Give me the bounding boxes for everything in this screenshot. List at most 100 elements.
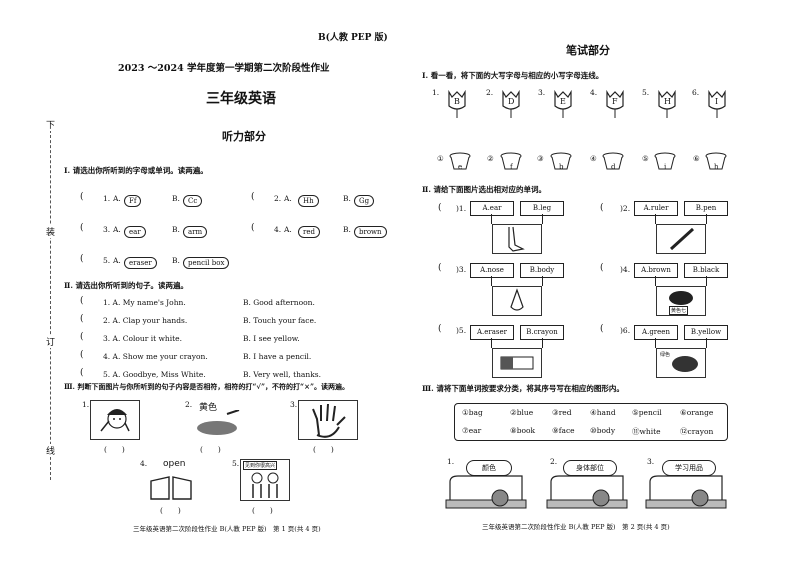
pen-icon — [669, 227, 695, 251]
picture-open-book: open — [147, 459, 195, 501]
school-year-title: 2023 ～2024 学年度第一学期第二次阶段性作业 — [118, 63, 330, 74]
tulip-icon — [500, 89, 522, 118]
cup-number: ② — [487, 154, 494, 163]
pic-caption: open — [163, 459, 186, 469]
sentence-b: B. I have a pencil. — [243, 352, 312, 361]
answer-paren: ( — [80, 314, 84, 324]
sentence-b: B. Very well, thanks. — [243, 370, 321, 379]
two-kids-icon — [251, 472, 279, 498]
category-label-box: 学习用品 — [662, 460, 716, 476]
option-a-label: A. — [284, 225, 292, 234]
word-item: ②blue — [510, 408, 534, 417]
sentence-b: B. Good afternoon. — [243, 298, 315, 307]
pic-caption: 黄色七 — [669, 306, 689, 315]
connector-lines — [491, 214, 543, 224]
lowercase-letter: i — [664, 163, 667, 171]
option-a-box: A.ear — [470, 201, 514, 216]
option-b-label: B. — [172, 194, 180, 203]
flowerpot-icon — [705, 152, 727, 170]
car-category-body: 身体部位 — [545, 460, 629, 518]
binding-char-2: 装 — [46, 225, 56, 238]
q-number: )2. — [620, 204, 631, 213]
sentence-a: 2. A. Clap your hands. — [103, 316, 188, 325]
listening-part3-title: Ⅲ. 判断下面图片与你所听到的句子内容是否相符，相符的打“√”，不符的打“×”。… — [64, 382, 349, 391]
uppercase-letter: I — [715, 97, 719, 106]
pic-number: 5. — [232, 459, 240, 468]
word-item: ⑤pencil — [632, 408, 662, 417]
answer-paren: ( — [438, 203, 442, 213]
writing-part2-title: Ⅱ. 请给下面图片选出相对应的单词。 — [422, 185, 547, 194]
connector-lines — [491, 276, 543, 286]
answer-paren: ( — [600, 263, 604, 273]
uppercase-letter: B — [454, 97, 460, 106]
picture-pen — [656, 224, 706, 254]
answer-paren: ( — [80, 296, 84, 306]
option-b-label: B. — [172, 256, 180, 265]
word-bank — [454, 403, 728, 441]
paint-splash-icon — [672, 356, 698, 372]
eraser-icon — [500, 356, 534, 370]
binding-char-1: 下 — [46, 118, 56, 131]
category-label-box: 颜色 — [466, 460, 512, 476]
word-item: ⑧book — [510, 426, 536, 435]
picture-greeting: 见到你很高兴 — [240, 459, 290, 501]
answer-paren-pair: ( ) — [252, 506, 273, 515]
tulip-icon — [446, 89, 468, 118]
word-item: ⑦ear — [462, 426, 482, 435]
option-a-box: A.eraser — [470, 325, 514, 340]
sentence-a: 5. A. Goodbye, Miss White. — [103, 370, 206, 379]
q-number: 4. — [274, 225, 282, 234]
answer-paren-pair: ( ) — [160, 506, 181, 515]
answer-paren: ( — [600, 203, 604, 213]
car-icon — [546, 475, 628, 509]
word-item: ⑫crayon — [680, 427, 714, 436]
option-a: red — [298, 219, 320, 238]
listening-part1-title: Ⅰ. 请选出你所听到的字母或单词。读两遍。 — [64, 166, 208, 175]
listening-section-title: 听力部分 — [222, 130, 266, 143]
uppercase-letter: D — [508, 97, 515, 106]
connector-lines — [655, 338, 707, 348]
option-a-label: A. — [113, 194, 121, 203]
picture-girl-touching-face — [90, 400, 140, 440]
option-a-box: A.brown — [634, 263, 678, 278]
pic-caption: 绿色 — [660, 352, 671, 358]
flowerpot-icon — [550, 152, 572, 170]
binding-char-4: 线 — [46, 444, 56, 457]
connector-lines — [655, 214, 707, 224]
q-number: 2. — [274, 194, 282, 203]
word-item: ③red — [552, 408, 572, 417]
flowerpot-icon — [449, 152, 471, 170]
car-icon — [445, 475, 527, 509]
flowerpot-icon — [602, 152, 624, 170]
car-number: 1. — [447, 457, 455, 466]
pic-caption: 黄色 — [199, 403, 218, 413]
tulip-icon — [656, 89, 678, 118]
answer-paren-pair: ( ) — [313, 445, 334, 454]
answer-paren: ( — [80, 368, 84, 378]
answer-paren: ( — [80, 192, 84, 202]
answer-paren: ( — [80, 254, 84, 264]
sentence-a: 1. A. My name's John. — [103, 298, 186, 307]
uppercase-letter: H — [664, 97, 671, 106]
tulip-number: 2. — [486, 88, 494, 97]
car-number: 2. — [550, 457, 558, 466]
lowercase-letter: e — [458, 163, 463, 171]
option-a: ear — [124, 219, 146, 238]
lowercase-letter: f — [510, 163, 513, 171]
option-b: arm — [183, 219, 208, 238]
option-b: pencil box — [183, 250, 230, 269]
q-number: )3. — [456, 265, 467, 274]
word-item: ④hand — [590, 408, 616, 417]
binding-char-3: 订 — [46, 335, 56, 348]
option-b-label: B. — [343, 194, 351, 203]
tulip-number: 1. — [432, 88, 440, 97]
word-item: ①bag — [462, 408, 483, 417]
picture-yellow-crayon: 黄色 — [193, 400, 241, 438]
cup-number: ⑥ — [693, 154, 700, 163]
sentence-b: B. Touch your face. — [243, 316, 317, 325]
q-number: 3. — [103, 225, 111, 234]
listening-part2-title: Ⅱ. 请选出你所听到的句子。读两遍。 — [64, 281, 189, 290]
option-b-label: B. — [172, 225, 180, 234]
option-a: Ff — [124, 188, 142, 207]
lowercase-letter: h — [714, 163, 719, 171]
